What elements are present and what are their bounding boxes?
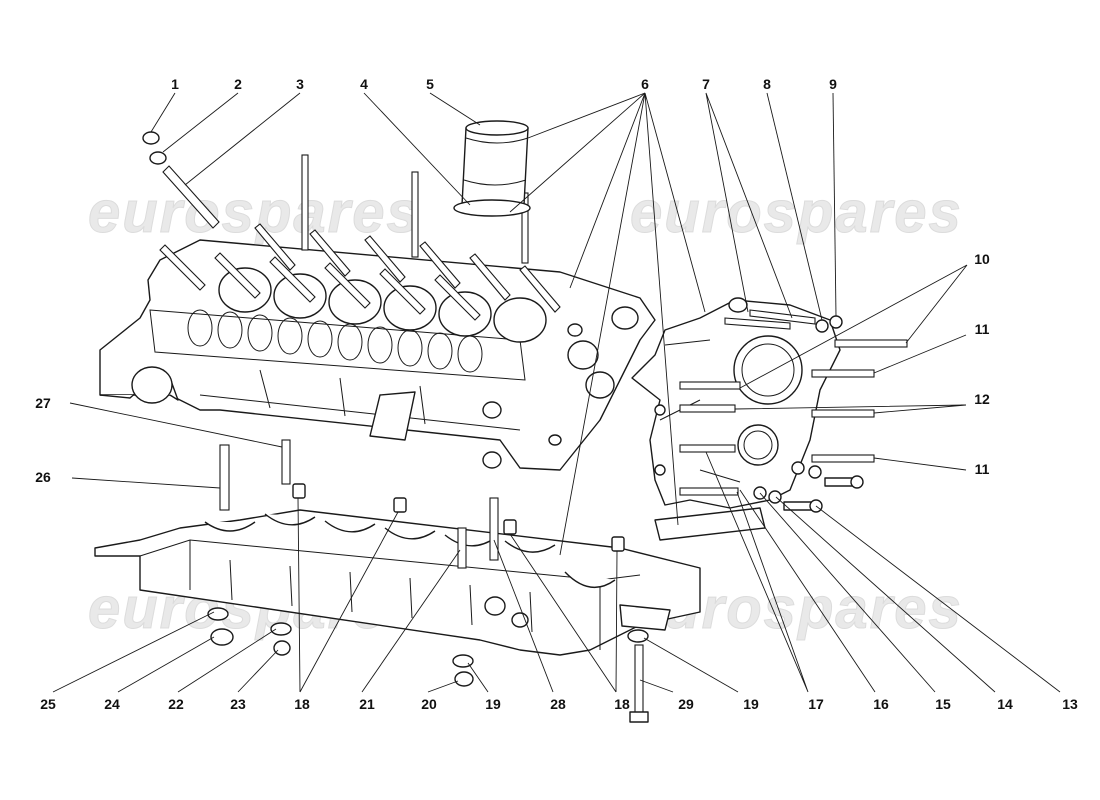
callout-9: 9 [829,76,837,92]
watermark-text: eurospares [88,180,421,245]
callout-24: 24 [104,696,120,712]
watermark-text: eurospares [630,180,963,245]
callout-19: 19 [743,696,759,712]
callout-19: 19 [485,696,501,712]
callout-27: 27 [35,395,51,411]
callout-18: 18 [294,696,310,712]
callout-28: 28 [550,696,566,712]
callout-2: 2 [234,76,242,92]
callout-10: 10 [974,251,990,267]
callout-8: 8 [763,76,771,92]
stud-washer-nut [142,131,220,229]
callout-23: 23 [230,696,246,712]
callout-3: 3 [296,76,304,92]
callout-4: 4 [360,76,368,92]
callout-13: 13 [1062,696,1078,712]
callout-labels: 1 2 3 4 5 6 7 8 9 10 11 12 11 13 14 15 1… [35,76,1078,712]
callout-20: 20 [421,696,437,712]
callout-14: 14 [997,696,1013,712]
callout-11: 11 [975,321,990,337]
leader-lines [52,92,1061,693]
callout-25: 25 [40,696,56,712]
callout-15: 15 [935,696,951,712]
callout-21: 21 [359,696,375,712]
callout-22: 22 [168,696,184,712]
callout-5: 5 [426,76,434,92]
callout-1: 1 [171,76,179,92]
callout-18: 18 [614,696,630,712]
cylinder-studs [159,154,561,321]
callout-29: 29 [678,696,694,712]
callout-26: 26 [35,469,51,485]
callout-12: 12 [974,391,990,407]
callout-16: 16 [873,696,889,712]
callout-7: 7 [702,76,710,92]
lower-crankcase [94,509,701,656]
callout-11: 11 [975,461,990,477]
upper-crankcase [99,239,656,471]
cylinder-liner [453,120,531,217]
timing-cover [631,297,841,541]
callout-17: 17 [808,696,824,712]
callout-6: 6 [641,76,649,92]
lower-studs-dowels [207,439,649,723]
